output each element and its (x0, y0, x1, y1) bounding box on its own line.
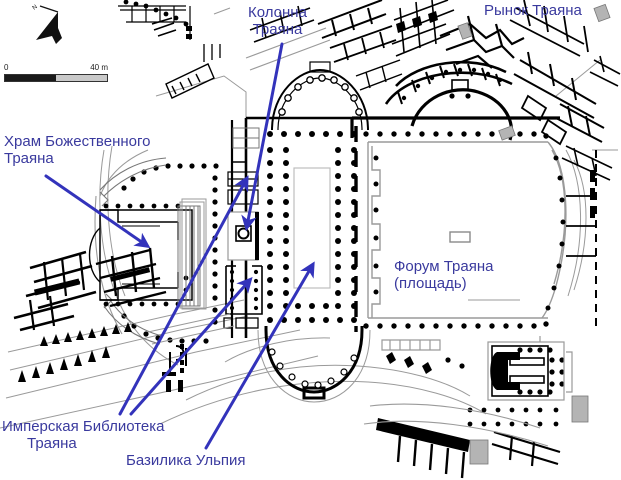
scale-segment-dark (5, 75, 56, 81)
forum-plaza (354, 126, 587, 332)
svg-text:N: N (32, 4, 39, 11)
annotation-arrows (44, 42, 315, 450)
scale-min-label: 0 (4, 63, 9, 72)
north-arrow: N (32, 4, 62, 44)
arrow-to-temple (44, 174, 151, 249)
temple-of-divine-trajan (88, 149, 219, 345)
scale-bar: 0 40 m (4, 63, 108, 82)
basilica-ulpia (257, 61, 371, 403)
ruins-north-center (245, 0, 403, 91)
label-trajans-column: Колонна Траяна (248, 4, 307, 38)
label-imperial-library: Имперская Библиотека Траяна (2, 418, 165, 452)
label-trajans-market: Рынок Траяна (484, 2, 582, 19)
arrow-to-library-lower (129, 276, 253, 416)
ruins-bottom-right (363, 150, 597, 479)
forum-enclosure (230, 116, 560, 338)
arrow-to-library-upper (118, 175, 249, 416)
scale-bar-graphic (4, 74, 108, 82)
ruins-bottom-center (381, 339, 441, 351)
arrow-to-column (241, 42, 284, 232)
scale-max-label: 40 m (90, 63, 108, 72)
scale-segment-light (56, 75, 107, 81)
label-forum-plaza: Форум Траяна (площадь) (394, 258, 494, 292)
ruins-top-left (118, 0, 221, 99)
imperial-libraries (223, 124, 263, 329)
equestrian-statue-base (449, 231, 471, 243)
trajans-column (227, 211, 259, 261)
ruins-markers-bottom-center (386, 352, 465, 374)
trajans-market (384, 0, 621, 181)
arrow-to-basilica (204, 261, 315, 450)
label-basilica-ulpia: Базилика Ульпия (126, 452, 246, 469)
ruins-bottom-left (13, 247, 235, 392)
label-temple-of-divine-trajan: Храм Божественного Траяна (4, 133, 151, 167)
